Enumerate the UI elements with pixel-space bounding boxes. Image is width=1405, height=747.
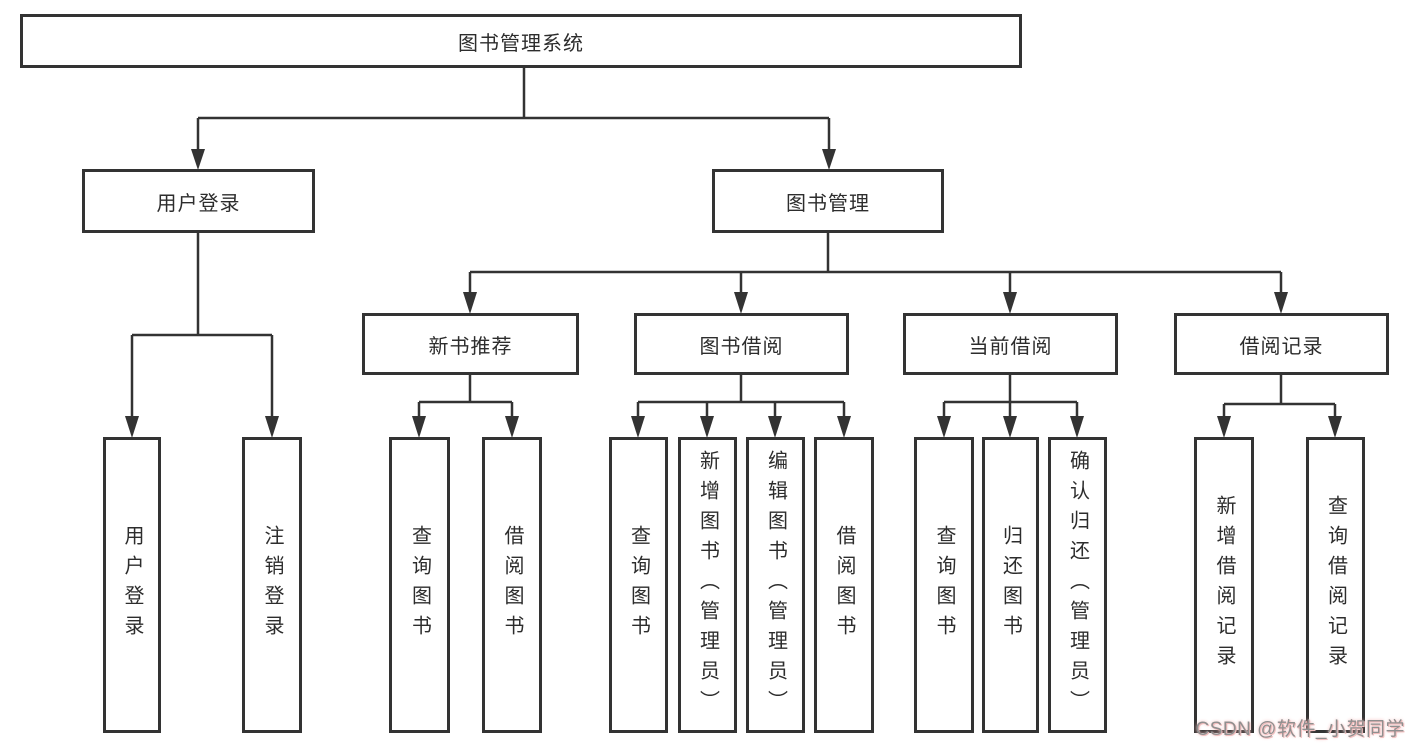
node-leaf-bw-add-label: 新增图书（管理员）	[696, 450, 719, 720]
node-leaf-nb-query: 查询图书	[389, 437, 450, 733]
node-leaf-cur-return: 归还图书	[982, 437, 1039, 733]
connector-root	[191, 68, 836, 170]
node-leaf-cur-query-label: 查询图书	[933, 525, 955, 645]
node-leaf-cur-query: 查询图书	[914, 437, 974, 733]
node-leaf-nb-borrow-label: 借阅图书	[501, 525, 523, 645]
node-leaf-rec-query-label: 查询借阅记录	[1324, 495, 1347, 675]
node-root-label: 图书管理系统	[458, 32, 584, 55]
node-current: 当前借阅	[903, 313, 1118, 375]
node-root: 图书管理系统	[20, 14, 1022, 68]
arrowhead	[768, 416, 782, 438]
node-leaf-bw-edit-label: 编辑图书（管理员）	[764, 450, 787, 720]
arrowhead	[631, 416, 645, 438]
node-records-label: 借阅记录	[1239, 335, 1324, 358]
node-user-login-label: 用户登录	[156, 192, 241, 215]
arrowhead	[265, 416, 279, 438]
node-leaf-nb-borrow: 借阅图书	[482, 437, 542, 733]
node-leaf-bw-borrow-label: 借阅图书	[833, 525, 855, 645]
arrowhead	[191, 149, 205, 170]
arrowhead	[1328, 416, 1342, 438]
node-leaf-cur-return-label: 归还图书	[999, 525, 1022, 645]
connector-borrow	[631, 375, 851, 438]
node-leaf-cur-confirm-label: 确认归还（管理员）	[1066, 450, 1089, 720]
arrowhead	[1003, 416, 1017, 438]
node-leaf-bw-borrow: 借阅图书	[814, 437, 874, 733]
arrowhead	[822, 149, 836, 170]
node-borrow-label: 图书借阅	[699, 335, 784, 358]
node-records: 借阅记录	[1174, 313, 1389, 375]
node-new-books: 新书推荐	[362, 313, 579, 375]
node-leaf-nb-query-label: 查询图书	[408, 525, 431, 645]
node-leaf-bw-add: 新增图书（管理员）	[678, 437, 737, 733]
arrowhead	[463, 292, 477, 314]
node-book-mgmt-label: 图书管理	[786, 192, 870, 215]
connector-records	[1217, 375, 1342, 438]
arrowhead	[125, 416, 139, 438]
node-leaf-bw-query-label: 查询图书	[627, 525, 650, 645]
connector-book-mgmt	[463, 233, 1288, 314]
arrowhead	[1003, 292, 1017, 314]
node-leaf-user-login-label: 用户登录	[121, 525, 143, 645]
arrowhead	[837, 416, 851, 438]
node-leaf-bw-query: 查询图书	[609, 437, 668, 733]
arrowhead	[700, 416, 714, 438]
node-user-login: 用户登录	[82, 169, 315, 233]
node-leaf-rec-add-label: 新增借阅记录	[1213, 495, 1235, 675]
node-leaf-user-login: 用户登录	[103, 437, 161, 733]
arrowhead	[734, 292, 748, 314]
node-leaf-logout: 注销登录	[242, 437, 302, 733]
arrowhead	[937, 416, 951, 438]
arrowhead	[1274, 292, 1288, 314]
node-current-label: 当前借阅	[968, 335, 1053, 358]
node-new-books-label: 新书推荐	[428, 335, 513, 358]
node-leaf-cur-confirm: 确认归还（管理员）	[1048, 437, 1107, 733]
node-leaf-rec-add: 新增借阅记录	[1194, 437, 1254, 733]
connector-new-books	[412, 375, 519, 438]
node-leaf-logout-label: 注销登录	[261, 525, 283, 645]
node-leaf-bw-edit: 编辑图书（管理员）	[746, 437, 805, 733]
arrowhead	[412, 416, 426, 438]
arrowhead	[505, 416, 519, 438]
node-borrow: 图书借阅	[634, 313, 849, 375]
arrowhead	[1070, 416, 1084, 438]
connector-current	[937, 375, 1084, 438]
node-leaf-rec-query: 查询借阅记录	[1306, 437, 1365, 733]
connector-user-login	[125, 233, 279, 438]
arrowhead	[1217, 416, 1231, 438]
node-book-mgmt: 图书管理	[712, 169, 944, 233]
